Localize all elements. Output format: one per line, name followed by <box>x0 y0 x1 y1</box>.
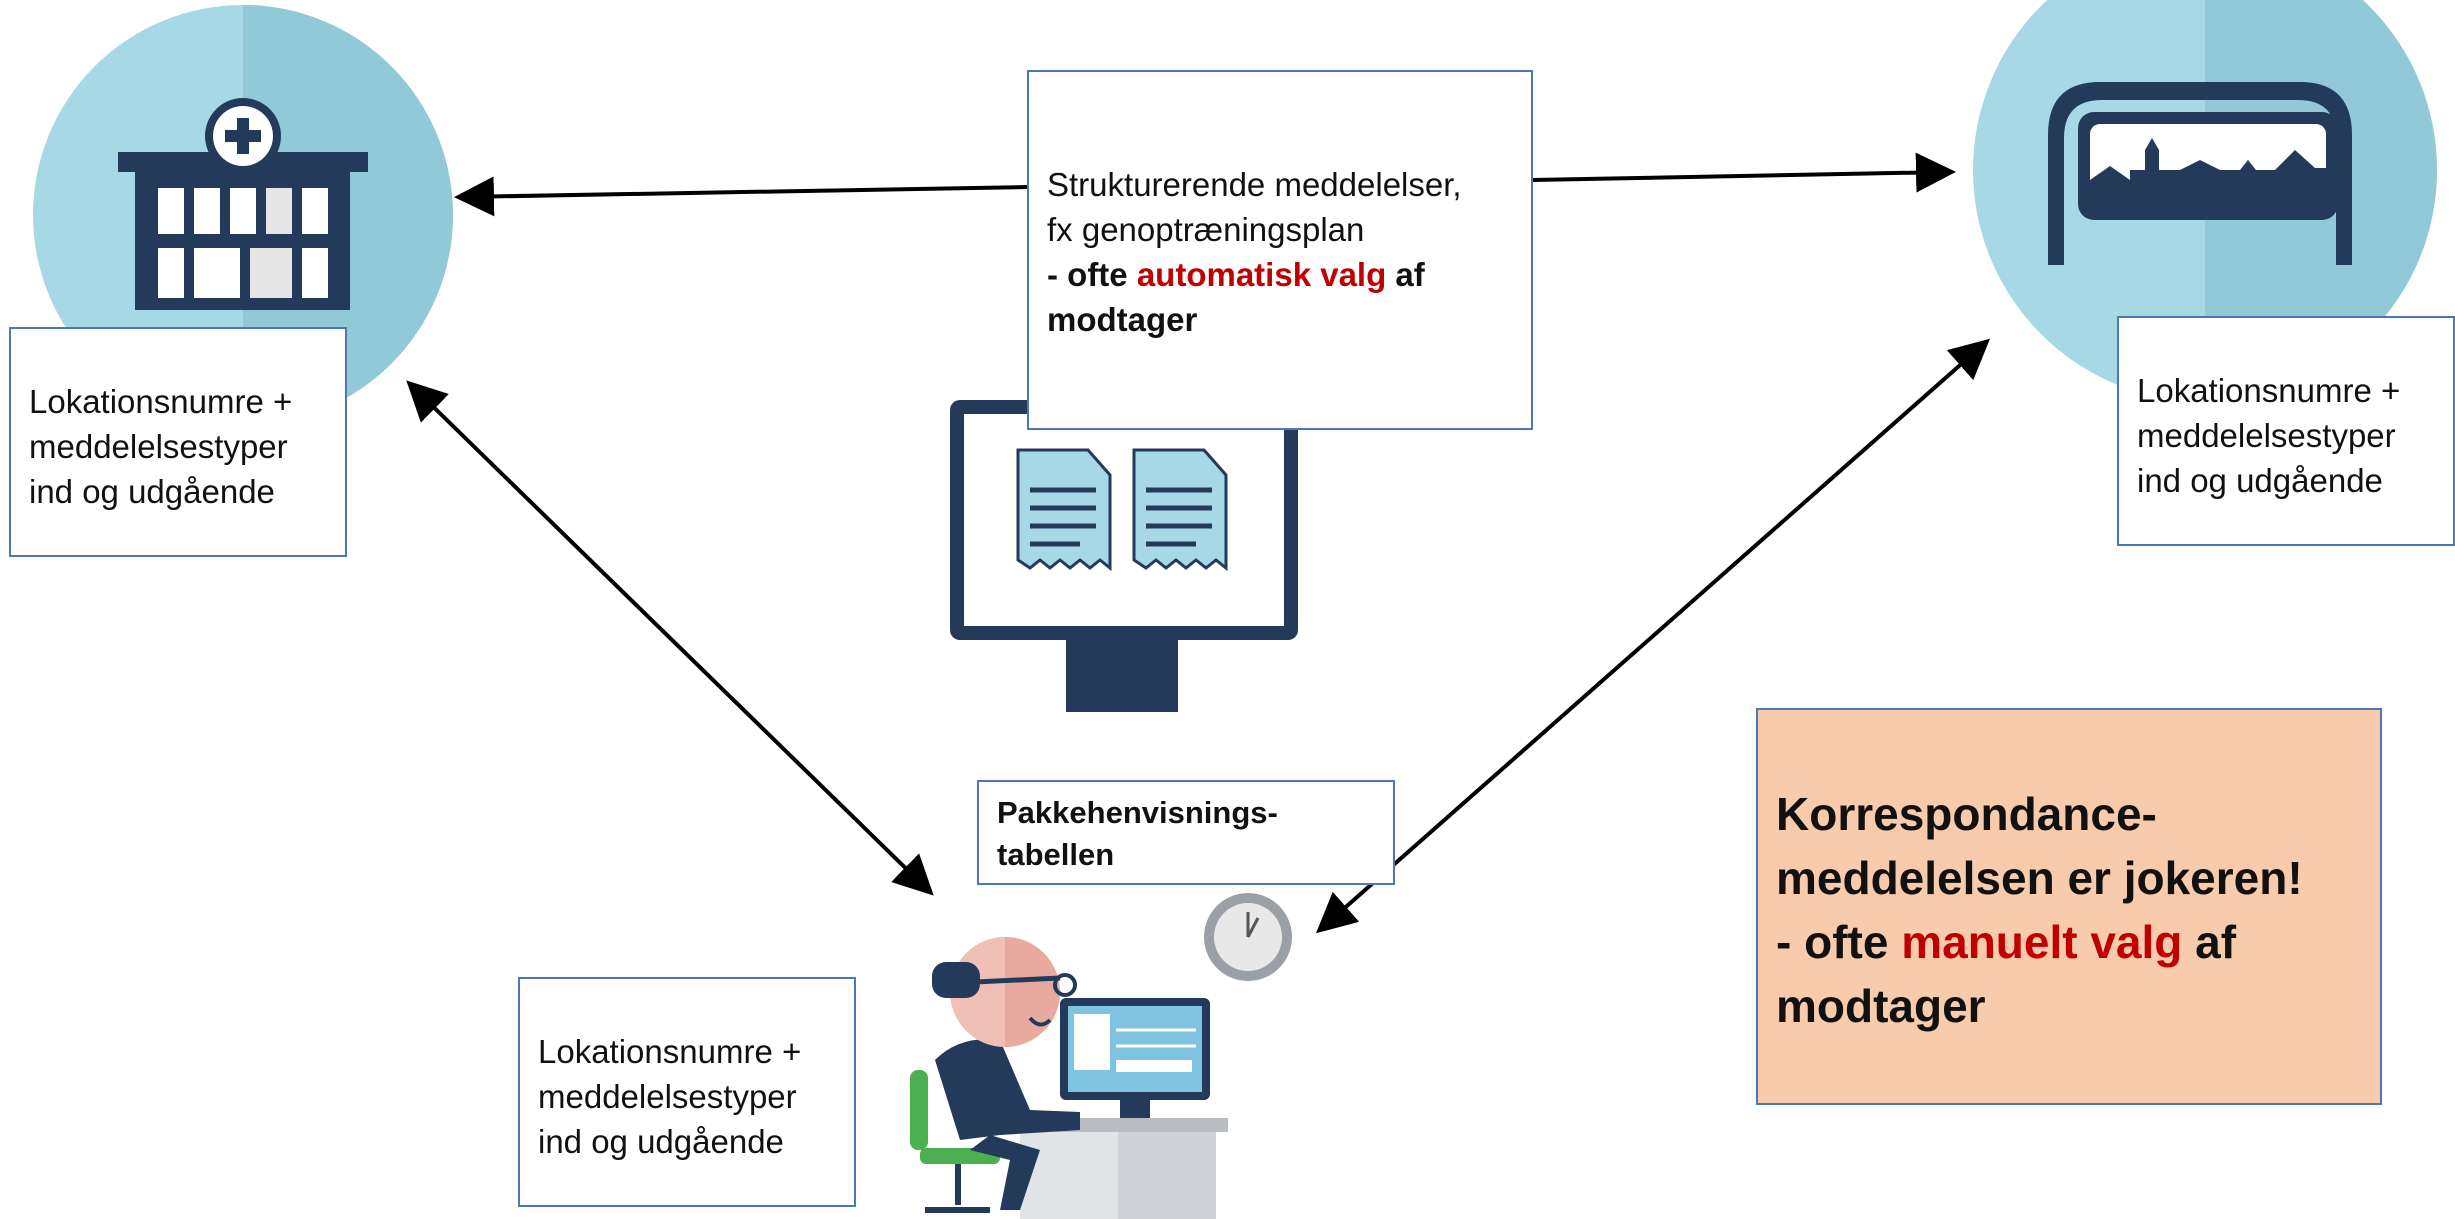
arrow-hospital-person <box>406 380 934 896</box>
callout-line3: - ofte manuelt valg af <box>1776 910 2362 974</box>
clock-icon <box>1204 893 1292 981</box>
center-line4: modtager <box>1047 301 1198 338</box>
arrows <box>406 152 1990 934</box>
arrow-municipality-person <box>1316 338 1990 934</box>
town-sign-icon <box>1973 0 2437 402</box>
callout-line1: Korrespondance- <box>1776 788 2157 840</box>
right-line2: meddelelsestyper <box>2137 417 2396 454</box>
practitioner-location-box: Lokationsnumre + meddelelsestyper ind og… <box>518 977 856 1207</box>
monitor-documents-icon <box>950 400 1298 712</box>
bottom-line2: meddelelsestyper <box>538 1078 797 1115</box>
hospital-location-box: Lokationsnumre + meddelelsestyper ind og… <box>9 327 347 557</box>
municipality-location-box: Lokationsnumre + meddelelsestyper ind og… <box>2117 316 2455 546</box>
arrow-to-municipality <box>1531 152 1956 193</box>
correspondence-callout: Korrespondance- meddelelsen er jokeren! … <box>1756 708 2382 1105</box>
table-line2: tabellen <box>997 837 1115 872</box>
left-line2: meddelelsestyper <box>29 428 288 465</box>
callout-highlight: manuelt valg <box>1901 916 2183 968</box>
structured-messages-box: Strukturerende meddelelser, fx genoptræn… <box>1027 70 1533 430</box>
arrow-to-hospital <box>454 176 1029 217</box>
bottom-line1: Lokationsnumre + <box>538 1033 802 1070</box>
callout-line3-prefix: - ofte <box>1776 916 1902 968</box>
center-highlight: automatisk valg <box>1136 256 1387 293</box>
callout-line4: modtager <box>1776 980 1986 1032</box>
right-line1: Lokationsnumre + <box>2137 372 2401 409</box>
hospital-icon <box>33 5 453 425</box>
bottom-line3: ind og udgående <box>538 1123 784 1160</box>
center-line3-prefix: - ofte <box>1047 256 1137 293</box>
right-line3: ind og udgående <box>2137 462 2383 499</box>
callout-line2: meddelelsen er jokeren! <box>1776 852 2303 904</box>
callout-line3-suffix: af <box>2182 916 2237 968</box>
left-line3: ind og udgående <box>29 473 275 510</box>
center-line3: - ofte automatisk valg af <box>1047 252 1513 297</box>
left-line1: Lokationsnumre + <box>29 383 293 420</box>
package-table-box: Pakkehenvisnings- tabellen <box>977 780 1395 885</box>
center-line3-suffix: af <box>1386 256 1425 293</box>
center-line1: Strukturerende meddelelser, <box>1047 166 1462 203</box>
person-at-computer-icon <box>910 937 1228 1219</box>
table-line1: Pakkehenvisnings- <box>997 795 1278 830</box>
center-line2: fx genoptræningsplan <box>1047 211 1365 248</box>
